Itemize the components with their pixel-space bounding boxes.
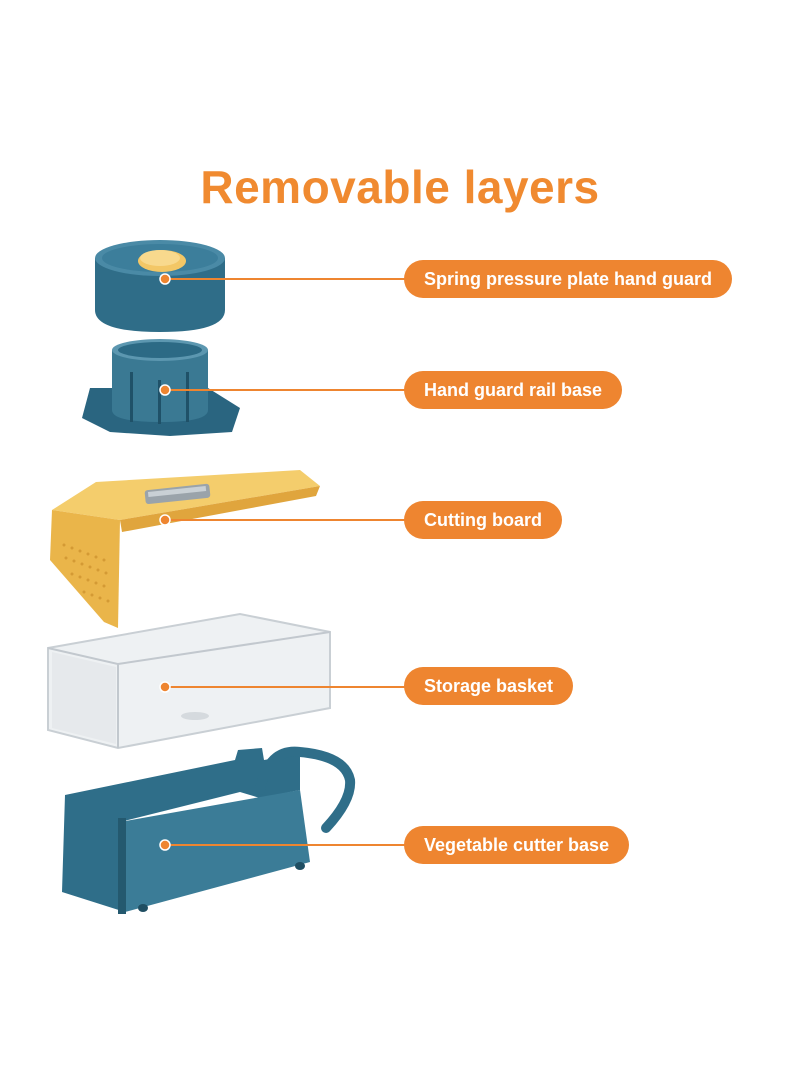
callout-cutting-board: Cutting board: [404, 501, 562, 539]
connector-dot: [159, 514, 171, 526]
page-title: Removable layers: [200, 161, 600, 213]
vegetable-cutter-base-illustration: [62, 746, 356, 914]
spring-pressure-plate-hand-guard-illustration: [95, 240, 225, 332]
cutting-board-illustration: [50, 470, 320, 628]
connector-dot: [159, 839, 171, 851]
hand-guard-rail-base-illustration: [82, 339, 240, 436]
connector-dot: [159, 384, 171, 396]
callout-hand-guard-rail-base: Hand guard rail base: [404, 371, 623, 409]
callout-storage-basket: Storage basket: [404, 667, 574, 705]
storage-basket-illustration: [47, 612, 331, 750]
callout-vegetable-cutter-base: Vegetable cutter base: [404, 826, 630, 864]
connector-dot: [159, 273, 171, 285]
connector-dot: [159, 681, 171, 693]
callout-connector-lines: [165, 278, 405, 846]
callout-spring-pressure-plate-hand-guard: Spring pressure plate hand guard: [404, 260, 733, 298]
